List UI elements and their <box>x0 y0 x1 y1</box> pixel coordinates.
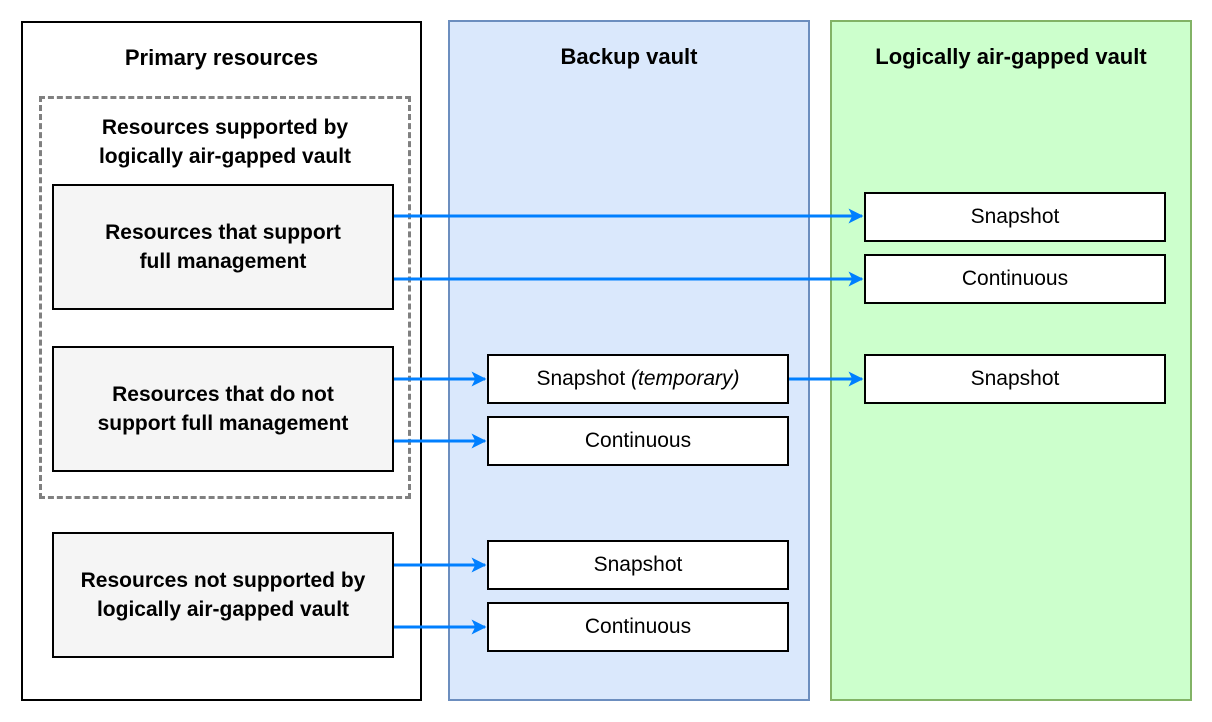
resource-not-supported: Resources not supported by logically air… <box>52 532 394 658</box>
primary-resources-title: Primary resources <box>124 45 319 70</box>
backup-snapshot-temporary: Snapshot (temporary) <box>487 354 789 404</box>
resource-not-supported-line-2: logically air-gapped vault <box>96 598 350 621</box>
backup-snapshot-2: Snapshot <box>487 540 789 590</box>
supported-resources-group <box>39 96 411 499</box>
group-title-line-2: logically air-gapped vault <box>98 145 352 168</box>
backup-vault-title: Backup vault <box>560 44 698 69</box>
resource-full-management: Resources that support full management <box>52 184 394 310</box>
group-title-line-1: Resources supported by <box>101 116 349 139</box>
resource-full-management-line-2: full management <box>139 250 307 273</box>
backup-continuous-2: Continuous <box>487 602 789 652</box>
resource-not-supported-line-1: Resources not supported by <box>80 569 366 592</box>
airgap-snapshot-1: Snapshot <box>864 192 1166 242</box>
airgap-snapshot-1-label: Snapshot <box>970 205 1060 228</box>
supported-resources-group-title: Resources supported by logically air-gap… <box>39 113 411 171</box>
backup-snapshot-temporary-label: Snapshot <box>536 367 626 390</box>
backup-continuous-2-label: Continuous <box>584 615 692 638</box>
backup-snapshot-temporary-qualifier: (temporary) <box>631 367 740 390</box>
resource-no-full-management-line-2: support full management <box>97 412 349 435</box>
resource-full-management-line-1: Resources that support <box>105 221 341 244</box>
backup-continuous-1-label: Continuous <box>584 429 692 452</box>
airgap-snapshot-2-label: Snapshot <box>970 367 1060 390</box>
backup-continuous-1: Continuous <box>487 416 789 466</box>
resource-no-full-management: Resources that do not support full manag… <box>52 346 394 472</box>
airgap-continuous-1-label: Continuous <box>961 267 1069 290</box>
backup-snapshot-2-label: Snapshot <box>593 553 683 576</box>
airgap-snapshot-2: Snapshot <box>864 354 1166 404</box>
airgap-vault-title: Logically air-gapped vault <box>875 44 1147 69</box>
airgap-continuous-1: Continuous <box>864 254 1166 304</box>
resource-no-full-management-line-1: Resources that do not <box>112 383 334 406</box>
